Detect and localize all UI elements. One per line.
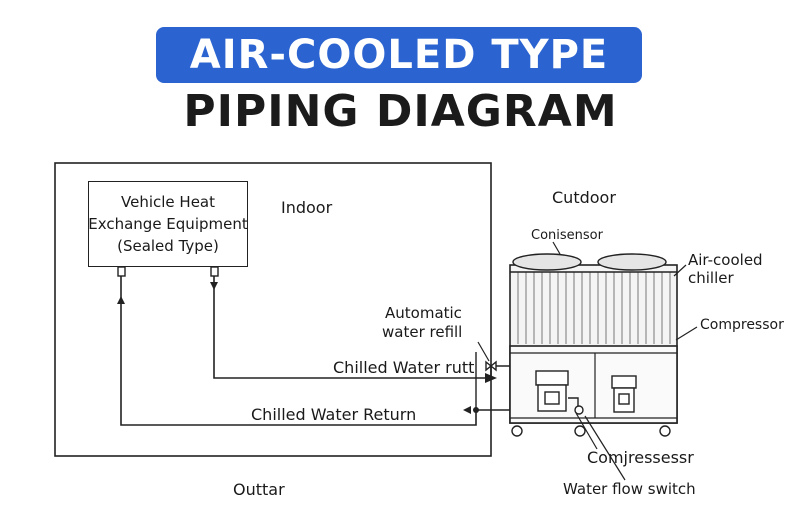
flow-arrow-right-out — [485, 373, 497, 383]
flow-arrow-up — [117, 296, 125, 304]
chiller-lower-section — [509, 345, 678, 424]
automatic-refill-label-line1: Automatic — [385, 304, 462, 322]
indoor-boundary — [54, 162, 492, 457]
equipment-line-3: (Sealed Type) — [117, 237, 219, 255]
compressor-label: Compressor — [700, 317, 784, 333]
indoor-label: Indoor — [281, 198, 333, 217]
condenser-label: Conisensor — [531, 228, 603, 243]
air-cooled-chiller-label-line2: chiller — [688, 269, 734, 287]
leader-compressor — [675, 326, 698, 341]
port-return — [117, 266, 126, 277]
condenser-fan-left — [512, 253, 582, 271]
refill-valve — [485, 360, 497, 372]
condenser-fan-right — [597, 253, 667, 271]
outdoor-bottom-label: Outtar — [233, 480, 285, 499]
condenser-coil — [517, 272, 671, 344]
title-banner: AIR-COOLED TYPE — [156, 27, 642, 83]
compressor-bottom-label: Comjressessr — [587, 448, 694, 467]
equipment-line-2: Exchange Equipment — [88, 215, 248, 233]
flow-switch — [574, 405, 584, 415]
leader-condenser — [552, 241, 561, 255]
wheel-left — [511, 425, 523, 437]
flow-arrow-left-return — [463, 406, 471, 414]
outdoor-label: Cutdoor — [552, 188, 616, 207]
leader-chiller — [673, 264, 687, 277]
wheel-mid — [574, 425, 586, 437]
flow-switch-pipe — [568, 397, 579, 408]
compressor-left — [535, 370, 569, 412]
compressor-right — [611, 375, 637, 413]
leader-compressor-bottom — [575, 412, 598, 450]
air-cooled-chiller-label-line1: Air-cooled — [688, 251, 763, 269]
port-supply — [210, 266, 219, 277]
water-flow-switch-label: Water flow switch — [563, 480, 696, 498]
diagram-subtitle: PIPING DIAGRAM — [183, 86, 618, 137]
automatic-refill-label-line2: water refill — [382, 323, 463, 341]
vehicle-heat-exchange-equipment: Vehicle Heat Exchange Equipment (Sealed … — [88, 181, 248, 267]
refill-pointer — [477, 341, 490, 362]
flow-arrow-down — [210, 282, 218, 290]
chilled-water-out-label: Chilled Water rutt — [333, 358, 475, 377]
chilled-water-return-pipe — [120, 276, 511, 426]
diagram-title: AIR-COOLED TYPE — [189, 32, 609, 78]
chilled-water-return-label: Chilled Water Return — [251, 405, 417, 424]
leader-flow-switch — [584, 415, 626, 481]
equipment-line-1: Vehicle Heat — [121, 193, 215, 211]
wheel-right — [659, 425, 671, 437]
